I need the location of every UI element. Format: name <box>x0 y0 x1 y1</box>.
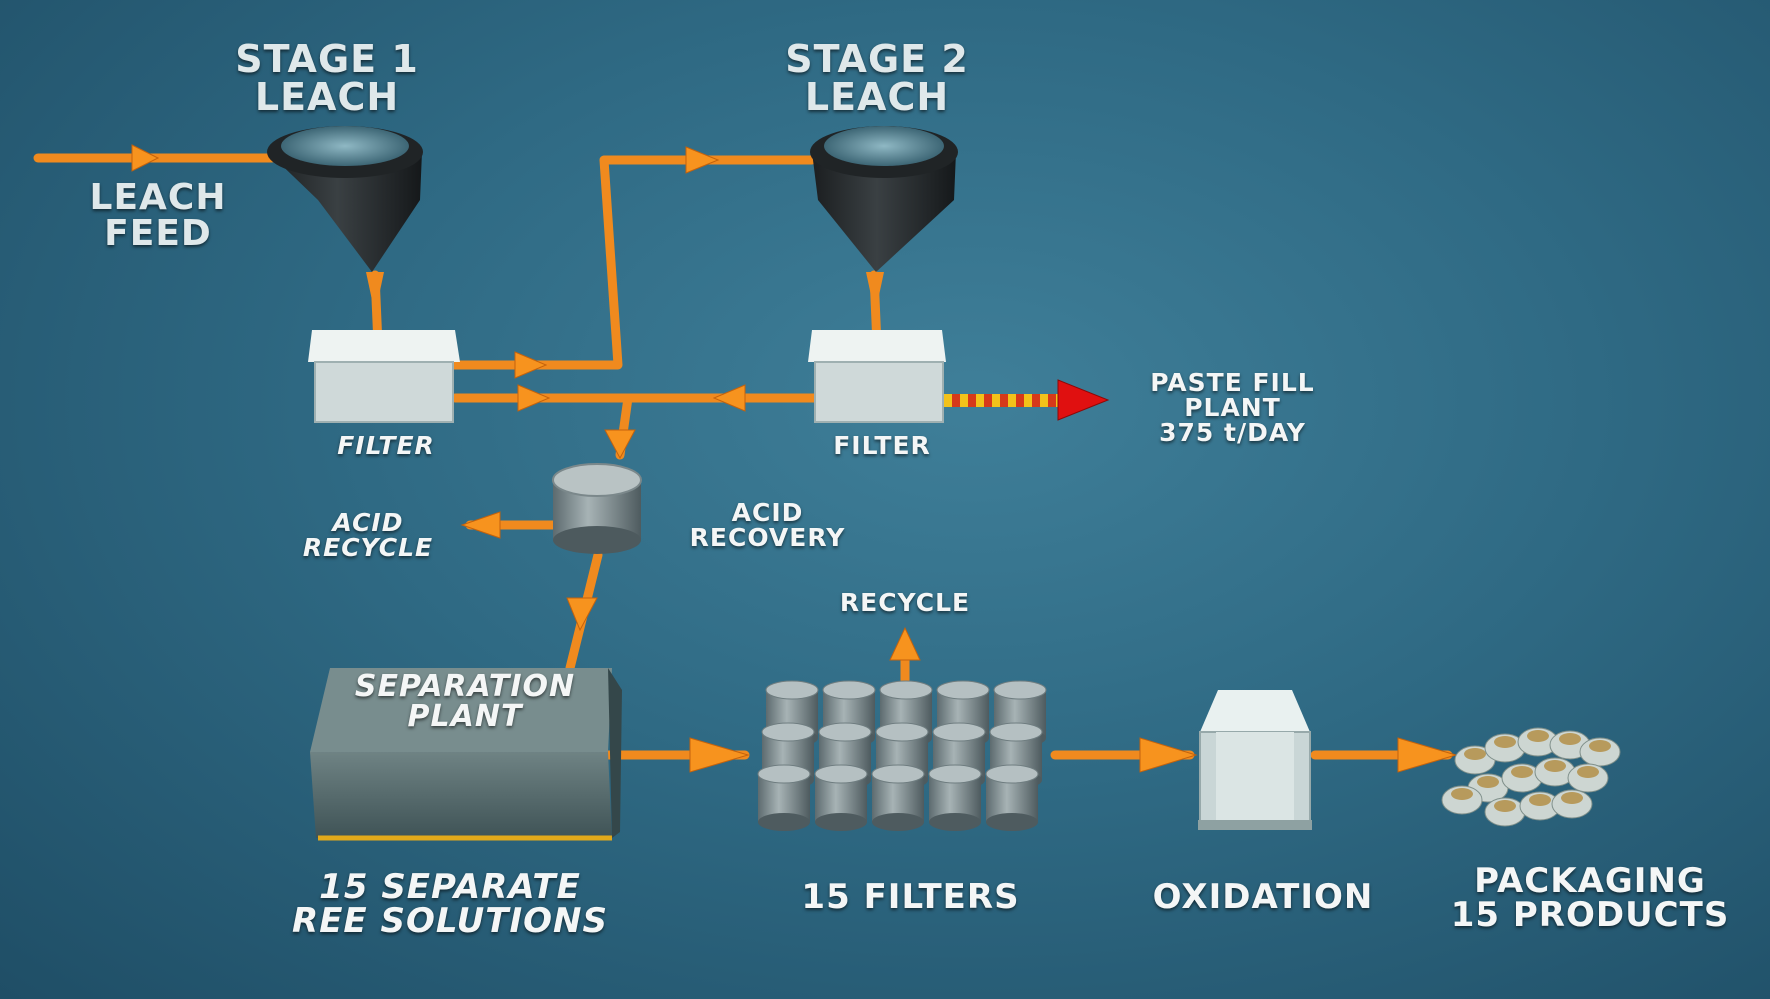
leach-feed-label: LEACH FEED <box>89 177 227 254</box>
filter2-label: FILTER <box>833 431 931 460</box>
product-bag <box>1441 785 1483 815</box>
filter-cylinder <box>814 764 868 831</box>
filter1-unit <box>308 330 460 423</box>
product-bag <box>1567 763 1609 793</box>
filter2-unit <box>808 330 946 423</box>
arrow-to-packaging <box>1397 737 1458 773</box>
filter1-label: FILTER <box>337 431 435 460</box>
paste-fill-label: PASTE FILL PLANT 375 t/DAY <box>1150 368 1315 447</box>
arrow-filter1-out <box>514 351 548 379</box>
acid-recycle-label: ACID RECYCLE <box>302 508 434 562</box>
stage1-leach-tank <box>267 126 423 300</box>
filter-cylinder <box>871 764 925 831</box>
paste-fill-arrow <box>940 379 1110 421</box>
separation-plant-label: SEPARATION PLANT <box>354 669 576 734</box>
separate-solutions-label: 15 SEPARATE REE SOLUTIONS <box>292 867 608 941</box>
arrow-return-a <box>712 384 746 412</box>
stage1-label: STAGE 1 LEACH <box>235 37 419 119</box>
arrow-return-b <box>517 384 551 412</box>
stage2-label: STAGE 2 LEACH <box>785 37 969 119</box>
product-bag <box>1579 737 1621 767</box>
product-bag <box>1484 797 1526 827</box>
separation-plant-block <box>310 668 622 841</box>
pipe-filter1-to-stage2 <box>445 155 817 370</box>
packaging-bags <box>1441 727 1621 827</box>
flow-arrowheads <box>131 144 1458 773</box>
filter-cylinder <box>985 764 1039 831</box>
acid-recovery-tank <box>552 463 642 554</box>
arrow-to-stage2 <box>685 146 720 174</box>
filter-cylinder <box>928 764 982 831</box>
filter-cylinder <box>757 764 811 831</box>
recycle-label: RECYCLE <box>839 588 971 617</box>
arrow-acid-recycle <box>460 511 501 539</box>
filters15-label: 15 FILTERS <box>801 877 1020 917</box>
arrow-down-acid <box>604 429 636 460</box>
arrow-recycle-up <box>889 626 921 661</box>
product-bag <box>1454 745 1496 775</box>
stage2-leach-tank <box>810 126 958 300</box>
arrow-leach-feed <box>131 144 160 172</box>
oxidation-label: OXIDATION <box>1152 877 1374 917</box>
product-bag <box>1551 789 1593 819</box>
arrow-to-filters <box>689 737 750 773</box>
oxidation-unit <box>1198 690 1312 830</box>
acid-recovery-label: ACID RECOVERY <box>689 498 846 552</box>
filters-grid <box>757 680 1047 831</box>
packaging-label: PACKAGING 15 PRODUCTS <box>1450 861 1730 935</box>
arrow-to-oxidation <box>1139 737 1198 773</box>
arrow-down-separation <box>566 597 598 632</box>
